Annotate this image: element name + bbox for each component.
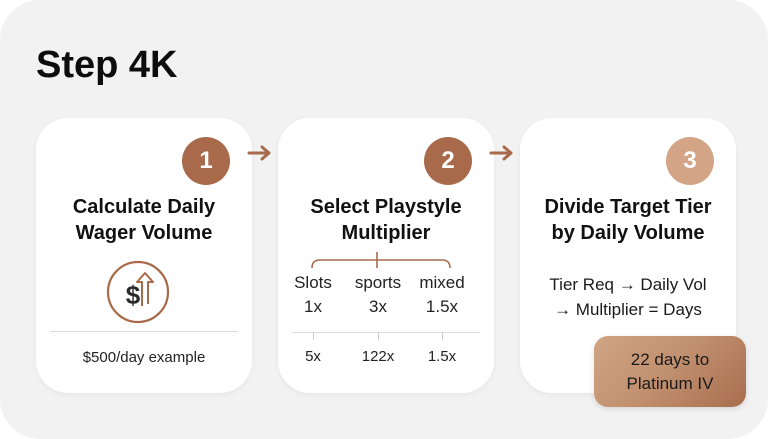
arrow-right-icon bbox=[247, 145, 271, 161]
arrow-right-icon bbox=[489, 145, 513, 161]
tick-mark bbox=[442, 332, 443, 340]
svg-text:$: $ bbox=[126, 280, 141, 310]
playstyle-option-slots: Slots 1x bbox=[294, 273, 332, 316]
step-number-badge: 3 bbox=[666, 137, 714, 185]
page-title: Step 4K bbox=[36, 44, 178, 86]
bracket-connector bbox=[311, 252, 451, 269]
example-text: $500/day example bbox=[82, 349, 206, 366]
formula-text: Tier Req → Daily Vol → Multiplier = Days bbox=[549, 275, 707, 319]
step-card-2: 2 Select Playstyle Multiplier Slots 1x s… bbox=[278, 118, 494, 393]
playstyle-option-sports: sports 3x bbox=[354, 273, 402, 316]
step-number-badge: 1 bbox=[182, 137, 230, 185]
option-footer-value: 122x bbox=[361, 348, 395, 365]
step-card-1: 1 Calculate Daily Wager Volume $ $500/da… bbox=[36, 118, 252, 393]
step-title: Select Playstyle Multiplier bbox=[310, 196, 462, 244]
option-footer-value: 5x bbox=[305, 348, 321, 365]
step-title: Divide Target Tier by Daily Volume bbox=[544, 196, 712, 244]
divider bbox=[50, 331, 238, 332]
option-footer-value: 1.5x bbox=[427, 348, 457, 365]
step-number-badge: 2 bbox=[424, 137, 472, 185]
step-title: Calculate Daily Wager Volume bbox=[72, 196, 216, 244]
tick-mark bbox=[378, 332, 379, 340]
tick-mark bbox=[313, 332, 314, 340]
divider bbox=[292, 332, 480, 333]
result-callout: 22 days to Platinum IV bbox=[594, 336, 746, 407]
playstyle-option-mixed: mixed 1.5x bbox=[419, 273, 465, 316]
dollar-up-arrow-icon: $ bbox=[106, 260, 170, 324]
